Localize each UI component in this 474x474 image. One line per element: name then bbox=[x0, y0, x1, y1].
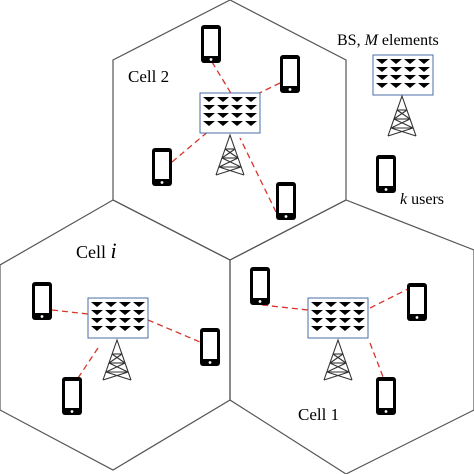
legend-bs-suffix: elements bbox=[378, 32, 439, 49]
cell-1-label: Cell 1 bbox=[298, 405, 339, 424]
cell-i-label-var: i bbox=[111, 238, 117, 263]
link-cell2-user3 bbox=[171, 129, 211, 163]
legend-users-label: k users bbox=[400, 191, 444, 208]
cell-i-label-prefix: Cell bbox=[76, 242, 111, 262]
link-cell1-user3 bbox=[369, 342, 386, 383]
phone-icon bbox=[276, 182, 296, 220]
legend-base-station-icon bbox=[373, 55, 433, 137]
antenna-panel-icon bbox=[373, 55, 433, 95]
tower-icon bbox=[102, 339, 132, 381]
antenna-panel-icon bbox=[88, 298, 148, 338]
phone-icon bbox=[32, 282, 52, 320]
phone-icon bbox=[250, 267, 270, 305]
tower-icon bbox=[323, 339, 353, 381]
link-celli-user2 bbox=[147, 319, 201, 343]
link-cell2-user4 bbox=[239, 137, 277, 213]
link-cell1-user2 bbox=[369, 287, 411, 309]
legend-bs-label: BS, M elements bbox=[337, 32, 439, 49]
phone-icon bbox=[201, 25, 221, 63]
link-cell1-user1 bbox=[261, 304, 309, 311]
cell-2-label: Cell 2 bbox=[128, 67, 169, 86]
link-celli-user3 bbox=[77, 344, 101, 379]
phone-icon bbox=[280, 55, 300, 93]
legend-bs-var: M bbox=[364, 32, 380, 49]
phone-icon bbox=[200, 328, 220, 366]
phone-icon bbox=[152, 148, 172, 186]
antenna-panel-icon bbox=[200, 93, 260, 133]
cell-1-boundary bbox=[229, 199, 474, 474]
phone-icon bbox=[407, 283, 427, 321]
phone-icon bbox=[62, 377, 82, 415]
link-cell2-user1 bbox=[211, 61, 233, 96]
phone-icon bbox=[376, 377, 396, 415]
legend-phone-icon bbox=[376, 155, 396, 193]
cell-i-label: Cell i bbox=[76, 238, 117, 263]
legend-users-var: k bbox=[400, 191, 408, 208]
legend-bs-prefix: BS, bbox=[337, 32, 365, 49]
antenna-panel-icon bbox=[308, 298, 368, 338]
tower-icon bbox=[215, 134, 245, 176]
base-station-icon bbox=[200, 93, 260, 176]
tower-icon bbox=[387, 95, 417, 137]
base-station-icon bbox=[88, 298, 148, 381]
legend-users-suffix: users bbox=[407, 191, 444, 208]
link-celli-user1 bbox=[51, 309, 89, 315]
base-station-icon bbox=[308, 298, 368, 381]
